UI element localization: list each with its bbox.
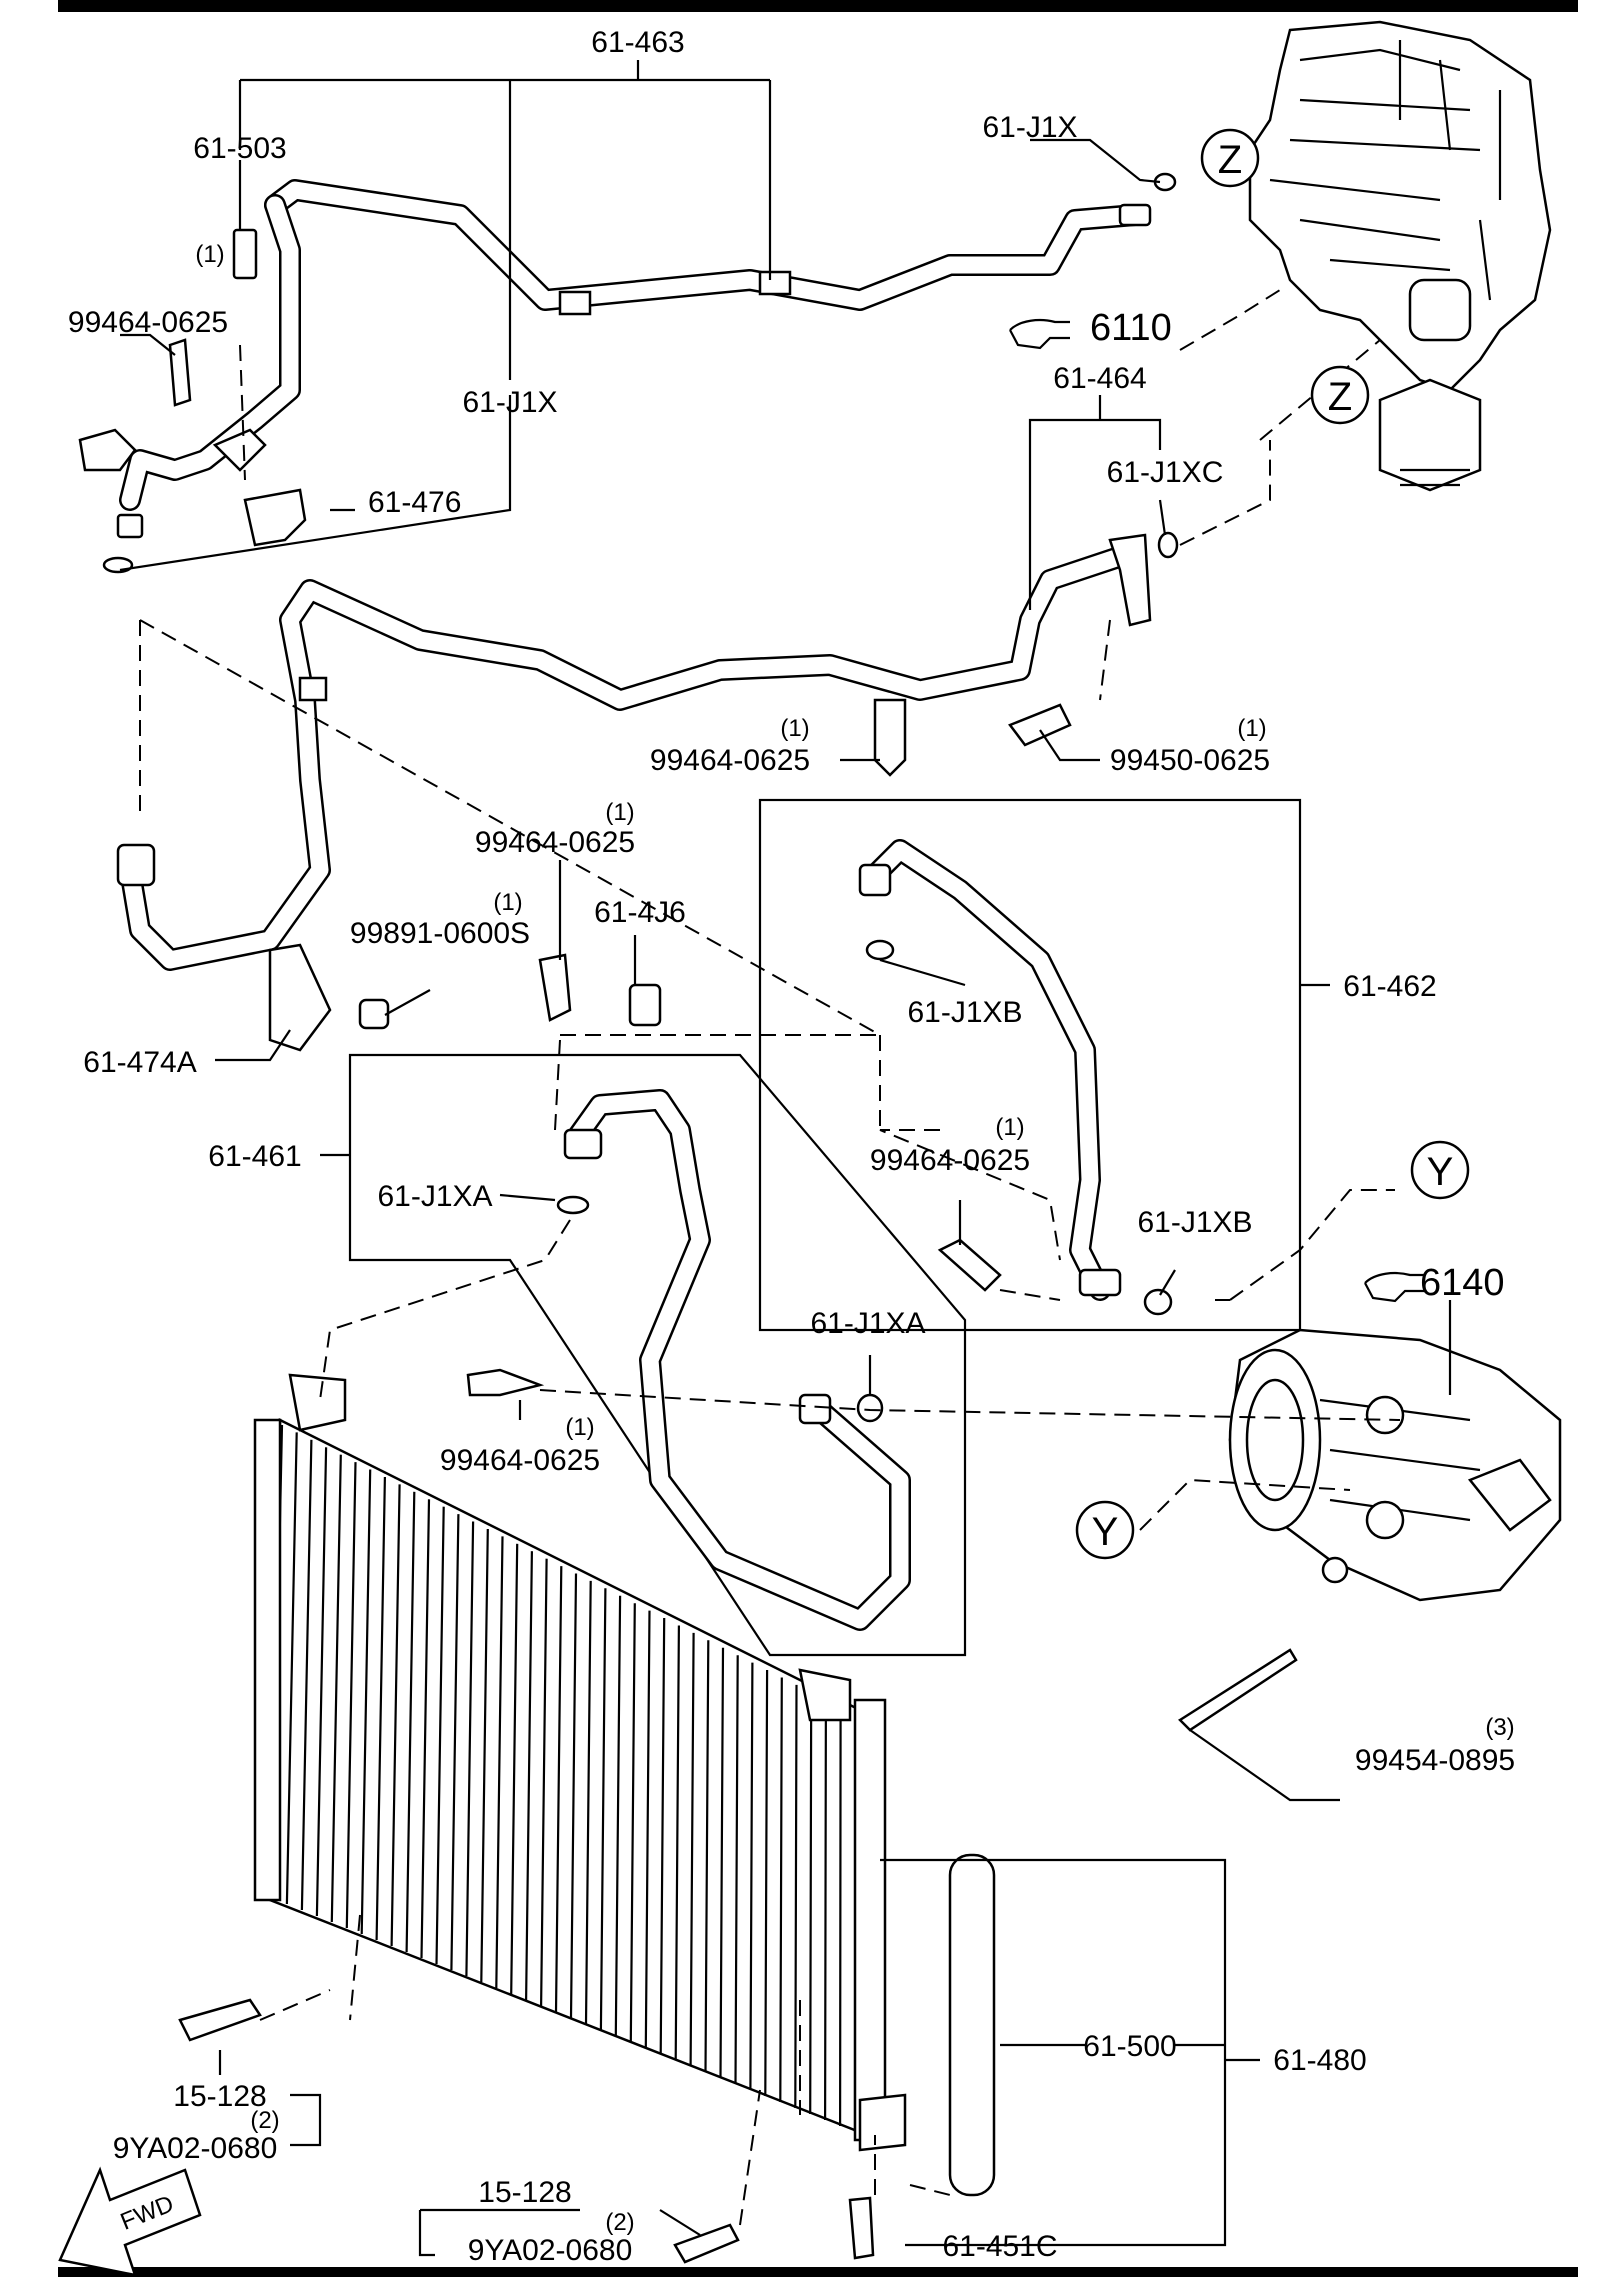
label-bolt-9ya-right: 9YA02-0680 [468, 2234, 633, 2267]
compressor-illustration [1228, 1328, 1562, 1602]
label-cap-61-4j6: 61-4J6 [594, 896, 686, 929]
hvac-unit-illustration [1248, 20, 1552, 492]
callout-z-mid-circle [1310, 365, 1370, 425]
label-clip-61-476: 61-476 [368, 486, 461, 519]
cap-61-4j6-part [628, 983, 662, 1027]
leader-lines [119, 60, 1452, 2257]
label-bolt-9ya-left: 9YA02-0680 [113, 2132, 278, 2165]
label-bolt-mid-qty: (1) [780, 715, 809, 742]
label-oring-j1xa-right: 61-J1XA [810, 1307, 925, 1340]
valve-61-503-part [232, 228, 258, 280]
plug-61-451c-part [848, 2196, 875, 2260]
drier-61-500 [948, 1853, 996, 2197]
label-oring-j1xb-lower: 61-J1XB [1137, 1206, 1252, 1239]
bottom-border [58, 2267, 1578, 2277]
label-nut-99891: 99891-0600S [350, 917, 530, 950]
label-bolt-99454: 99454-0895 [1355, 1744, 1515, 1777]
pointing-hand-icon [1009, 319, 1070, 350]
hose-61-462-box [758, 798, 1302, 1332]
label-bracket-61-474a: 61-474A [83, 1046, 196, 1079]
label-oring-61-j1xc: 61-J1XC [1107, 456, 1224, 489]
label-drier-61-500: 61-500 [1083, 2030, 1176, 2063]
bolt-center-part [538, 953, 572, 1022]
pointing-hand-icon [1364, 1272, 1425, 1303]
hose-61-464 [116, 533, 1152, 971]
label-valve-61-503: 61-503 [193, 132, 286, 165]
label-bolt-right-qty: (1) [995, 1114, 1024, 1141]
label-hose-61-463: 61-463 [591, 26, 684, 59]
label-bolt-right: 99464-0625 [870, 1144, 1030, 1177]
label-bolt-center: 99464-0625 [475, 826, 635, 859]
oring-j1xb-upper-part [865, 939, 895, 961]
label-bolt-top: 99464-0625 [68, 306, 228, 339]
hose-61-463 [78, 179, 1152, 539]
label-bolt-15-128-left: 15-128 [173, 2080, 266, 2113]
oring-j1xa-right-part [856, 1393, 884, 1423]
bolt-99450-part [1008, 703, 1072, 747]
label-bolt-99450-qty: (1) [1237, 715, 1266, 742]
label-hose-61-462: 61-462 [1343, 970, 1436, 1003]
label-oring-j1xa-left: 61-J1XA [377, 1180, 492, 1213]
label-bolt-9ya-left-qty: (2) [250, 2107, 279, 2134]
label-bolt-99454-qty: (3) [1485, 1714, 1514, 1741]
clip-61-476-part [243, 488, 307, 547]
label-ref-6110: 6110 [1090, 307, 1172, 349]
bolt-99454-part [1178, 1648, 1298, 1732]
label-condenser-61-480: 61-480 [1273, 2044, 1366, 2077]
oring-j1xa-left-part [556, 1195, 590, 1215]
pipe-61-461 [563, 1089, 911, 1631]
label-pipe-61-461: 61-461 [208, 1140, 301, 1173]
callout-y-right-circle [1410, 1140, 1470, 1200]
condenser-illustration [253, 1373, 907, 2152]
callout-y-right: Y [1427, 1150, 1454, 1194]
nut-99891-part [358, 998, 390, 1030]
label-plug-61-451c: 61-451C [942, 2230, 1057, 2263]
pipe-61-461-box [348, 1053, 967, 1657]
label-ref-6140: 6140 [1420, 1262, 1505, 1304]
label-bolt-center-qty: (1) [605, 799, 634, 826]
top-border [58, 0, 1578, 12]
callout-y-left: Y [1092, 1510, 1119, 1554]
label-oring-j1xb-upper: 61-J1XB [907, 996, 1022, 1029]
bolt-top-part [168, 338, 192, 407]
callout-z-top-circle [1200, 128, 1260, 188]
label-bolt-lower: 99464-0625 [440, 1444, 600, 1477]
callout-y-left-circle [1075, 1500, 1135, 1560]
label-bolt-9ya-right-qty: (2) [605, 2209, 634, 2236]
label-hose-61-464: 61-464 [1053, 362, 1146, 395]
label-bolt-mid: 99464-0625 [650, 744, 810, 777]
bracket-61-474a-part [268, 943, 332, 1052]
dashed-assembly-lines [139, 289, 1401, 2226]
bolt-lower-part [466, 1368, 545, 1397]
oring-61-j1xc-part [1157, 531, 1179, 559]
label-bolt-top-qty: (1) [195, 241, 224, 268]
bolt-15-128-right-part [673, 2223, 740, 2264]
hose-61-462 [858, 839, 1122, 1301]
label-oring-left-61-j1x: 61-J1X [462, 386, 557, 419]
label-bolt-99450: 99450-0625 [1110, 744, 1270, 777]
label-nut-qty: (1) [493, 889, 522, 916]
bolt-15-128-left-part [178, 1998, 262, 2042]
label-bolt-lower-qty: (1) [565, 1414, 594, 1441]
label-bolt-15-128-right: 15-128 [478, 2176, 571, 2209]
callout-z-mid: Z [1328, 375, 1352, 419]
fwd-arrow-icon [58, 2166, 202, 2277]
bolt-right-part [937, 1238, 1002, 1292]
label-oring-top-61-j1x: 61-J1X [982, 111, 1077, 144]
bolt-mid-part [873, 698, 907, 777]
oring-j1xb-lower-part [1143, 1288, 1173, 1316]
callout-z-top: Z [1218, 138, 1242, 182]
